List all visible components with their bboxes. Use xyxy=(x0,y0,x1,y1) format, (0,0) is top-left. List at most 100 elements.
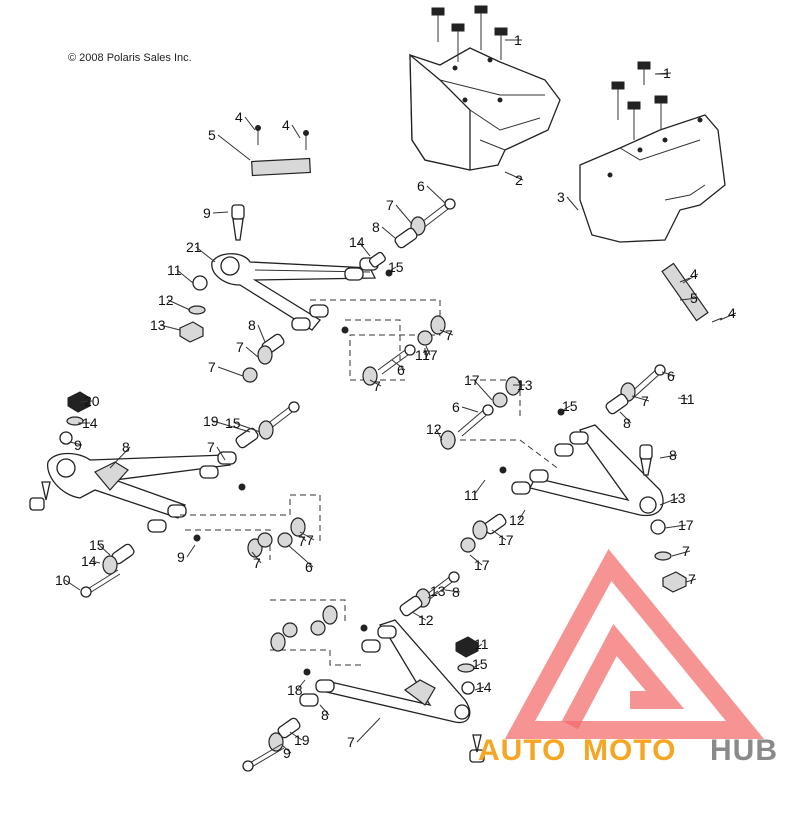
a-arm-lower-part-18 xyxy=(299,619,471,724)
callout-leader-line xyxy=(79,400,93,403)
washer-part-17-a xyxy=(242,367,258,383)
callout-label: 7 xyxy=(688,571,696,587)
callout-leader-line xyxy=(677,397,689,400)
callout-label: 18 xyxy=(287,682,303,698)
callout-leader-line xyxy=(671,550,691,557)
callout-label: 1 xyxy=(514,32,522,48)
callout-label: 7 xyxy=(445,327,453,343)
callout-label: 7 xyxy=(306,532,314,548)
callout-label: 14 xyxy=(81,553,97,569)
callout-label: 5 xyxy=(208,127,216,143)
callout-label: 4 xyxy=(690,266,698,282)
callout-label: 9 xyxy=(177,549,185,565)
washer-part-17-g xyxy=(282,622,298,638)
bracket-part-5-upper xyxy=(251,125,311,177)
seal-part-11-c xyxy=(59,431,73,445)
a-arm-upper-left-part-21 xyxy=(211,253,379,331)
callout-label: 17 xyxy=(678,517,694,533)
nut-part-13-d xyxy=(455,636,479,658)
callout-label: 21 xyxy=(186,239,202,255)
callout-label: 15 xyxy=(225,415,241,431)
callout-label: 7 xyxy=(347,734,355,750)
callout-label: 8 xyxy=(623,415,631,431)
callout-leader-line xyxy=(299,534,307,542)
ball-joint-part-9-left xyxy=(29,481,51,511)
ball-joint-part-9-upper xyxy=(231,204,245,241)
callout-leader-line xyxy=(387,266,397,273)
ball-joint-part-9-lower xyxy=(469,734,485,763)
callout-leader-line xyxy=(469,554,483,566)
callout-leader-line xyxy=(461,406,479,413)
callout-label: 12 xyxy=(158,292,174,308)
callout-label: 7 xyxy=(298,533,306,549)
callout-label: 17 xyxy=(422,347,438,363)
callout-leader-line xyxy=(518,509,526,521)
fitting-part-15-d xyxy=(499,466,507,474)
callout-leader-line xyxy=(244,116,256,131)
callout-leader-line xyxy=(217,134,251,161)
callout-leader-line xyxy=(186,544,196,558)
callout-label: 7 xyxy=(641,393,649,409)
callout-label: 15 xyxy=(472,656,488,672)
a-arm-left-part-20 xyxy=(47,451,237,533)
washer-part-7-f xyxy=(472,520,488,540)
watermark-triangle-inner xyxy=(562,623,685,730)
callout-label: 12 xyxy=(426,421,442,437)
callout-leader-line xyxy=(287,544,314,568)
callout-leader-line xyxy=(619,411,632,424)
washer-part-7-g xyxy=(440,430,456,450)
automotohub-watermark: AUTO MOTO HUB xyxy=(478,548,777,767)
callout-label: 8 xyxy=(122,439,130,455)
callout-leader-line xyxy=(216,446,226,461)
callout-label: 7 xyxy=(253,555,261,571)
callout-label: 12 xyxy=(509,512,525,528)
callout-leader-line xyxy=(654,72,672,75)
callout-label: 12 xyxy=(418,612,434,628)
callout-leader-line xyxy=(472,663,481,669)
a-arm-right-part-10 xyxy=(511,424,664,517)
callout-label: 11 xyxy=(680,391,695,407)
washer-part-7-d xyxy=(430,315,446,335)
callout-label: 15 xyxy=(562,398,578,414)
callout-leader-line xyxy=(217,366,244,377)
guard-right-part-3 xyxy=(579,114,726,243)
callout-label: 19 xyxy=(203,413,219,429)
ball-joint-part-9-right xyxy=(639,444,653,476)
washer-part-17-h xyxy=(310,620,326,636)
callout-label: 7 xyxy=(208,359,216,375)
callout-label: 7 xyxy=(386,197,394,213)
callout-leader-line xyxy=(504,171,524,181)
bushing-part-8-g xyxy=(399,595,423,617)
washer-part-7-h xyxy=(505,376,521,396)
bolt-part-19-b xyxy=(242,743,285,772)
bushing-part-8-a xyxy=(394,227,418,249)
callout-leader-line xyxy=(176,269,194,284)
callout-label: 4 xyxy=(728,305,736,321)
fitting-part-15-e xyxy=(238,483,246,491)
callout-leader-line xyxy=(659,454,678,459)
callout-leader-line xyxy=(90,560,101,564)
callout-leader-line xyxy=(719,312,737,321)
callout-leader-line xyxy=(358,241,371,257)
callout-label: 11 xyxy=(474,636,489,652)
callout-leader-line xyxy=(299,531,315,541)
callout-leader-line xyxy=(98,544,111,556)
fitting-part-15-g xyxy=(360,624,368,632)
callout-label: 17 xyxy=(415,347,431,363)
callout-label: 4 xyxy=(235,109,243,125)
callout-label: 6 xyxy=(452,399,460,415)
callout-label: 13 xyxy=(430,583,446,599)
callout-leader-line xyxy=(474,686,485,691)
callout-label: 8 xyxy=(248,317,256,333)
callout-leader-line xyxy=(212,211,229,214)
bushing-part-14-a xyxy=(368,251,386,268)
copyright-notice: © 2008 Polaris Sales Inc. xyxy=(68,52,192,64)
callout-leader-line xyxy=(444,589,461,593)
callout-leader-line xyxy=(679,297,699,301)
fitting-part-15-c xyxy=(557,408,565,416)
fitting-part-15-b xyxy=(341,326,349,334)
callout-label: 19 xyxy=(294,732,310,748)
callout-leader-line xyxy=(562,405,571,411)
washer-part-12-c xyxy=(66,416,84,426)
